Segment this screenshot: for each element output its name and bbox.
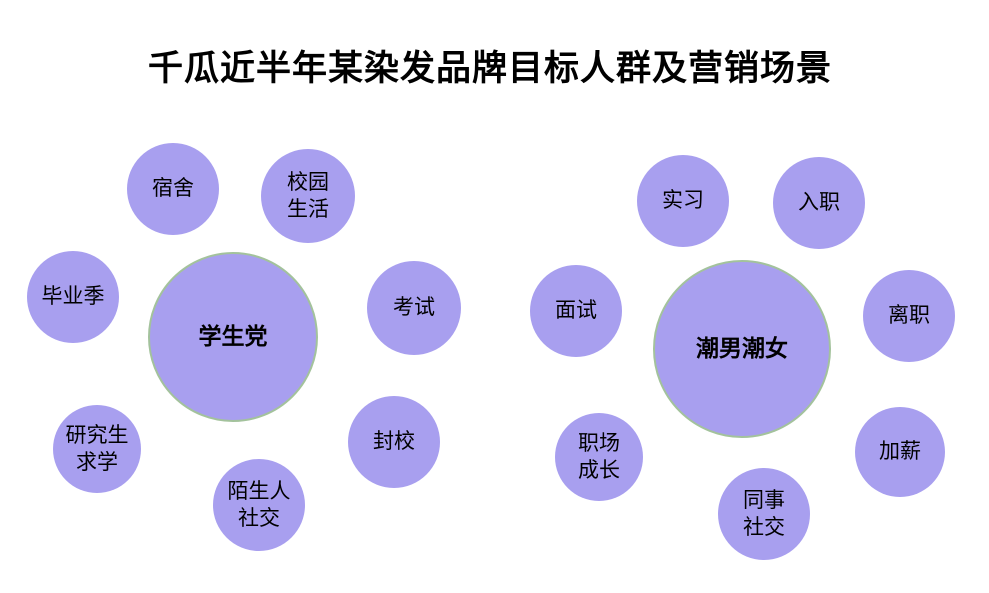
satellite-bubble-campus-lockdown: 封校 bbox=[348, 396, 440, 488]
satellite-bubble-salary-raise: 加薪 bbox=[855, 407, 945, 497]
satellite-bubble-onboarding: 入职 bbox=[773, 157, 865, 249]
satellite-bubble-dorm: 宿舍 bbox=[127, 143, 219, 235]
satellite-bubble-resignation: 离职 bbox=[863, 270, 955, 362]
hub-bubble-trendy-people: 潮男潮女 bbox=[653, 260, 831, 438]
satellite-bubble-campus-life: 校园 生活 bbox=[261, 149, 355, 243]
satellite-bubble-exam: 考试 bbox=[367, 261, 461, 355]
satellite-bubble-colleague-social: 同事 社交 bbox=[718, 468, 810, 560]
satellite-bubble-internship: 实习 bbox=[637, 155, 729, 247]
hub-bubble-student-group: 学生党 bbox=[148, 252, 318, 422]
satellite-bubble-interview: 面试 bbox=[530, 265, 622, 357]
diagram-title: 千瓜近半年某染发品牌目标人群及营销场景 bbox=[147, 49, 832, 88]
satellite-bubble-graduation-season: 毕业季 bbox=[27, 251, 119, 343]
satellite-bubble-stranger-social: 陌生人 社交 bbox=[213, 459, 305, 551]
satellite-bubble-grad-study: 研究生 求学 bbox=[53, 405, 141, 493]
satellite-bubble-career-growth: 职场 成长 bbox=[555, 413, 643, 501]
